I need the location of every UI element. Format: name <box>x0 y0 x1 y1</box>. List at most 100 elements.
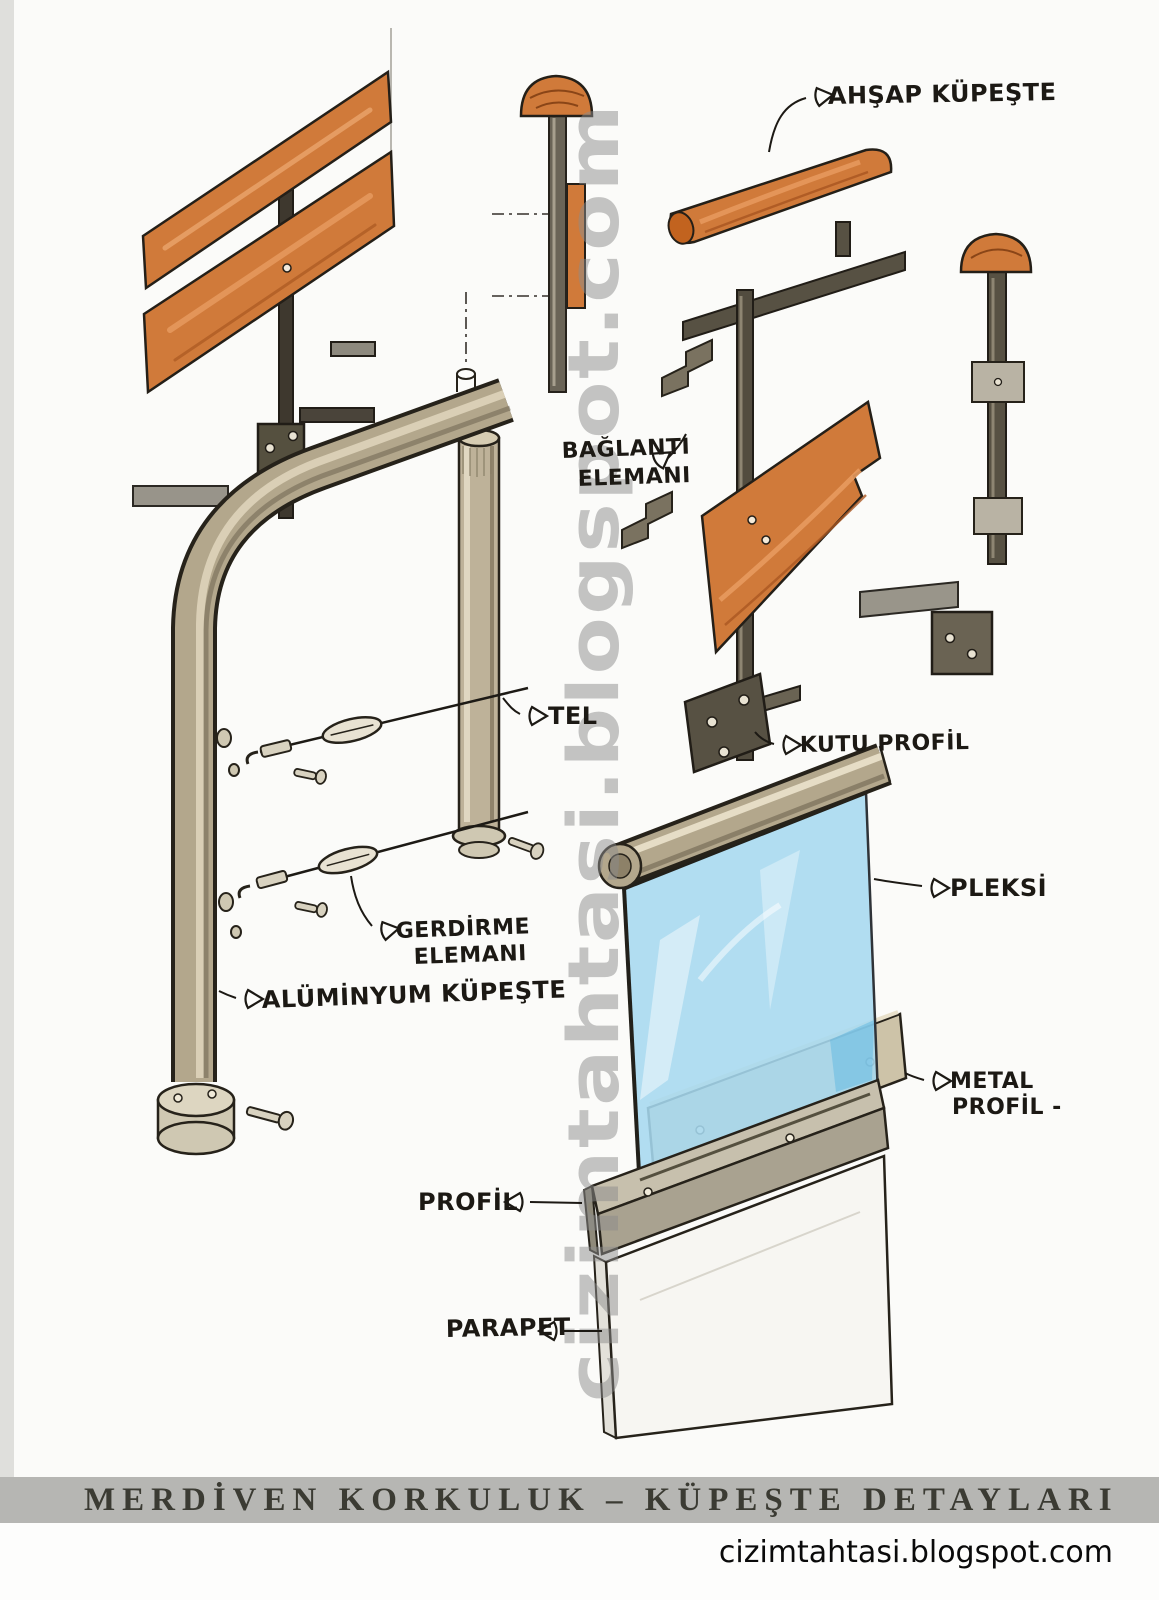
page-title: MERDİVEN KORKULUK – KÜPEŞTE DETAYLARI <box>84 1481 1119 1518</box>
leader-metal <box>904 1072 925 1081</box>
connector-clip <box>621 490 673 550</box>
bolt <box>264 442 276 454</box>
label-gerdirme-line2: ELEMANI <box>413 941 527 970</box>
cable-wire <box>259 686 529 754</box>
bolt <box>173 1093 183 1103</box>
cable-wire <box>257 810 529 886</box>
bolt <box>643 1187 653 1197</box>
wood-grain <box>173 223 377 362</box>
page-edge-shadow <box>0 0 14 1477</box>
cylinder-hatch <box>462 446 492 477</box>
arrow-glyph <box>782 734 803 756</box>
flat-bar <box>682 250 906 342</box>
tube-highlight <box>618 752 884 860</box>
bolt <box>738 694 750 706</box>
clip-plate <box>973 497 1023 535</box>
small-cylinder <box>456 368 476 380</box>
connector-clip <box>661 338 713 398</box>
rail-highlight <box>196 390 506 1078</box>
loose-bolt <box>507 837 545 860</box>
leader-ahsap <box>768 97 807 153</box>
label-profil: PROFİL <box>418 1187 518 1216</box>
screw <box>282 263 292 273</box>
arrow-glyph <box>932 1070 953 1092</box>
post-section-detail <box>456 74 594 393</box>
loose-bolt <box>294 901 328 918</box>
wood-cap-grain <box>970 248 1023 259</box>
cable-anchor <box>230 925 242 939</box>
loose-bolt <box>293 768 327 785</box>
arrow-glyph <box>244 988 265 1010</box>
tube-end-inner <box>608 853 632 879</box>
wood-plank <box>700 399 882 655</box>
screw <box>747 515 757 525</box>
leader-pleksi <box>873 878 923 887</box>
base-flange-top <box>156 1082 236 1118</box>
bolt <box>966 648 978 660</box>
wood-cap <box>959 232 1033 274</box>
channel-slot <box>639 1092 871 1182</box>
wood-grain <box>724 494 867 626</box>
label-tel: TEL <box>548 702 598 730</box>
label-kutu-profil: KUTU PROFİL <box>800 729 970 758</box>
tube-shade <box>621 773 885 881</box>
turnbuckle <box>321 715 383 745</box>
rail-shade <box>203 405 511 1078</box>
glass-railing-detail <box>582 743 908 1440</box>
base-flange-bottom <box>156 1120 236 1156</box>
blog-url-link[interactable]: cizimtahtasi.blogspot.com <box>718 1535 1113 1570</box>
leader-baglanti <box>667 433 687 459</box>
step-edge <box>132 485 229 507</box>
loose-bolt <box>245 1106 295 1131</box>
annotation-labels: AHŞAP KÜPEŞTE BAĞLANTI ELEMANI TEL KUTU … <box>261 76 1062 1343</box>
label-baglanti-line1: BAĞLANTI <box>561 434 690 464</box>
leader-gerdirme <box>350 875 373 927</box>
screw <box>761 535 771 545</box>
leader-kutu <box>754 731 775 745</box>
cable-end-fitting <box>255 869 289 890</box>
aluminum-railing-detail <box>156 378 545 1156</box>
post-stub <box>835 221 851 257</box>
glass-streak <box>697 902 782 982</box>
handrail-side-view <box>859 232 1033 676</box>
cable-end-fitting <box>259 739 293 758</box>
wood-plank-lower <box>142 149 396 395</box>
footer: cizimtahtasi.blogspot.com <box>0 1523 1159 1600</box>
wall-bracket <box>930 610 994 676</box>
label-metal-line2: PROFİL - <box>952 1094 1062 1120</box>
wood-grain <box>704 170 869 234</box>
railing-details-sketch: cizimtahtasi.blogspot.com AHŞAP KÜPEŞTE … <box>0 0 1062 1477</box>
cable-anchor <box>228 763 240 777</box>
wood-grain <box>718 468 862 602</box>
bolt <box>993 377 1003 387</box>
bolt <box>287 430 299 442</box>
arrow-glyph <box>930 877 951 899</box>
rail-stub <box>330 341 376 357</box>
cable-anchor <box>216 728 232 748</box>
label-ahsap-kupeste: AHŞAP KÜPEŞTE <box>828 76 1057 110</box>
glass-streak <box>760 850 800 1010</box>
wood-grain <box>162 107 373 251</box>
arrow-glyph <box>528 705 549 727</box>
label-gerdirme-line1: GERDİRME <box>395 913 530 944</box>
label-pleksi: PLEKSİ <box>950 873 1047 902</box>
bolt <box>706 716 718 728</box>
bolt <box>207 1089 217 1099</box>
label-aluminyum-kupeste: ALÜMİNYUM KÜPEŞTE <box>261 973 567 1014</box>
glass-left-edge <box>622 887 642 1193</box>
tube-cut-line <box>878 745 892 783</box>
cable-anchor <box>218 892 234 912</box>
leader-tel <box>502 697 521 715</box>
wood-grain <box>167 193 373 333</box>
gray-bar <box>859 580 959 619</box>
parapet-block <box>604 1154 894 1440</box>
cable-hook <box>237 884 251 899</box>
exploded-handrail-detail <box>621 148 906 774</box>
tube-body <box>611 747 891 883</box>
turnbuckle <box>317 845 379 875</box>
handrail-end <box>667 211 695 245</box>
wood-cap-grain <box>529 89 585 109</box>
wood-railing-detail <box>132 69 396 519</box>
cable-hook <box>245 750 259 765</box>
